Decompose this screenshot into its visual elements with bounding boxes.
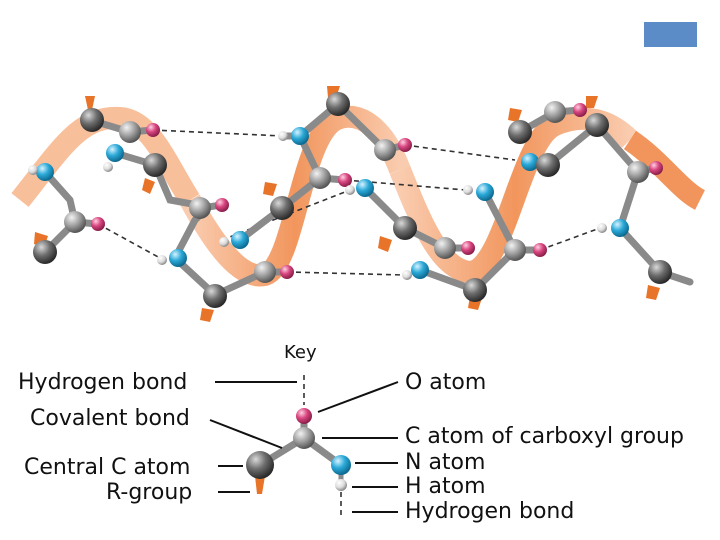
- o-atom: [461, 241, 475, 255]
- h-atom: [402, 270, 412, 280]
- n-atom: [356, 179, 374, 197]
- n-atom: [36, 163, 54, 181]
- hydrogen-bond-line: [152, 129, 284, 137]
- key-title: Key: [284, 342, 317, 363]
- key-r-group-marker: [255, 476, 265, 494]
- r-group-marker: [142, 178, 155, 194]
- h-atom: [345, 185, 355, 195]
- ribbon-segment: [623, 130, 706, 210]
- carboxyl-c-atom: [64, 211, 86, 233]
- n-atom: [231, 231, 249, 249]
- central-c-atom: [585, 113, 609, 137]
- h-atom: [597, 223, 607, 233]
- label-c-atom-carboxyl: C atom of carboxyl group: [405, 424, 684, 449]
- central-c-atom: [33, 240, 57, 264]
- o-atom: [146, 123, 160, 137]
- leader-covalent-bond: [209, 419, 283, 449]
- o-atom: [215, 198, 229, 212]
- carboxyl-c-atom: [434, 237, 456, 259]
- ribbon-segment: [180, 105, 411, 287]
- label-hydrogen-bond-right: Hydrogen bond: [405, 499, 575, 524]
- o-atom: [649, 161, 663, 175]
- carboxyl-c-atom: [119, 121, 141, 143]
- n-atom: [476, 183, 494, 201]
- central-c-atom: [536, 153, 560, 177]
- central-c-atom: [143, 153, 167, 177]
- hydrogen-bond-line: [286, 271, 406, 276]
- label-o-atom: O atom: [405, 370, 487, 395]
- r-group-marker: [646, 285, 660, 300]
- central-c-atom: [393, 216, 417, 240]
- carboxyl-c-atom: [374, 139, 396, 161]
- h-atom: [278, 131, 288, 141]
- r-group-marker: [508, 108, 522, 122]
- o-atom: [398, 138, 412, 152]
- central-c-atom: [203, 284, 227, 308]
- atoms: [28, 92, 672, 308]
- carboxyl-c-atom: [627, 161, 649, 183]
- key-carboxyl-c-atom: [293, 427, 315, 449]
- central-c-atom: [270, 196, 294, 220]
- n-atom: [106, 144, 124, 162]
- label-r-group: R-group: [106, 480, 193, 505]
- n-atom: [611, 219, 629, 237]
- backbone-chain: [236, 174, 349, 244]
- corner-box: [644, 22, 697, 47]
- hydrogen-bond-line: [539, 227, 601, 251]
- hydrogen-bond-line: [404, 144, 516, 161]
- o-atom: [338, 173, 352, 187]
- key-illustration: [246, 375, 351, 518]
- leader-o-atom: [317, 381, 399, 413]
- key-n-atom: [331, 455, 351, 475]
- central-c-atom: [508, 120, 532, 144]
- central-c-atom: [80, 108, 104, 132]
- helix-ribbon: [11, 105, 706, 287]
- h-atom: [157, 255, 167, 265]
- r-group-marker: [85, 96, 95, 110]
- n-atom: [521, 153, 539, 171]
- r-group-marker: [200, 308, 214, 322]
- central-c-atom: [648, 260, 672, 284]
- key-o-atom: [296, 408, 312, 424]
- backbone-chain: [416, 246, 544, 295]
- key-central-c-atom: [246, 451, 274, 479]
- backbone-chain: [361, 184, 472, 252]
- carboxyl-c-atom: [309, 167, 331, 189]
- label-covalent-bond: Covalent bond: [30, 406, 190, 431]
- hydrogen-bond-line: [97, 223, 161, 259]
- h-atom: [103, 162, 113, 172]
- o-atom: [573, 103, 587, 117]
- r-group-marker: [586, 96, 598, 108]
- n-atom: [291, 127, 309, 145]
- central-c-atom: [326, 92, 350, 116]
- o-atom: [533, 243, 547, 257]
- backbone-chain: [111, 149, 226, 211]
- label-n-atom: N atom: [405, 450, 486, 475]
- o-atom: [280, 265, 294, 279]
- carboxyl-c-atom: [189, 197, 211, 219]
- o-atom: [91, 217, 105, 231]
- backbone-chain: [41, 168, 102, 228]
- carboxyl-c-atom: [504, 239, 526, 261]
- n-atom: [411, 261, 429, 279]
- carboxyl-c-atom: [254, 261, 276, 283]
- h-atom: [28, 165, 38, 175]
- h-atom: [219, 237, 229, 247]
- label-h-atom: H atom: [405, 474, 486, 499]
- key-h-atom: [335, 479, 347, 491]
- n-atom: [169, 249, 187, 267]
- ribbon-segment: [11, 106, 200, 207]
- key-leader-lines: [209, 381, 399, 513]
- central-c-atom: [463, 278, 487, 302]
- r-group-marker: [378, 236, 392, 252]
- carboxyl-c-atom: [544, 101, 566, 123]
- label-hydrogen-bond-left: Hydrogen bond: [18, 370, 188, 395]
- r-group-marker: [263, 182, 277, 196]
- h-atom: [463, 185, 473, 195]
- label-central-c-atom: Central C atom: [24, 455, 191, 480]
